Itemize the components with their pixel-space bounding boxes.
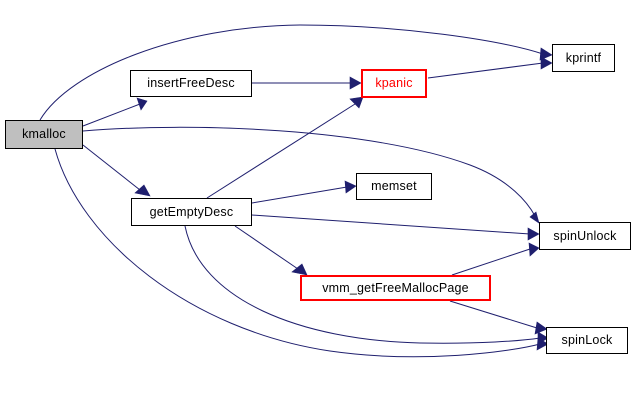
node-kmalloc[interactable]: kmalloc: [5, 120, 83, 149]
edge-getemptydesc-vmmgetfreemallocpage: [234, 225, 308, 276]
node-label: memset: [371, 179, 417, 194]
node-memset[interactable]: memset: [356, 173, 432, 200]
node-label: kpanic: [375, 76, 413, 91]
node-label: kprintf: [565, 50, 602, 65]
node-insertfreedesc[interactable]: insertFreeDesc: [130, 70, 252, 97]
node-kpanic[interactable]: kpanic: [361, 69, 427, 98]
node-getemptydesc[interactable]: getEmptyDesc: [131, 198, 252, 226]
edge-vmmgetfreemallocpage-spinunlock: [451, 242, 540, 276]
node-label: getEmptyDesc: [149, 204, 234, 219]
node-vmm-getfreemallocpage[interactable]: vmm_getFreeMallocPage: [300, 275, 491, 301]
node-spinunlock[interactable]: spinUnlock: [539, 222, 631, 250]
edge-getemptydesc-spinunlock: [251, 214, 540, 241]
node-label: vmm_getFreeMallocPage: [322, 280, 469, 295]
node-spinlock[interactable]: spinLock: [546, 327, 628, 354]
edge-vmmgetfreemallocpage-spinlock: [449, 300, 548, 335]
edge-getemptydesc-kpanic: [206, 96, 364, 199]
edge-insertfreedesc-kpanic: [252, 76, 362, 90]
node-label: spinLock: [561, 333, 613, 348]
edge-kpanic-kprintf: [427, 56, 553, 79]
node-label: insertFreeDesc: [147, 76, 235, 91]
node-label: spinUnlock: [553, 228, 617, 243]
edge-getemptydesc-spinlock: [184, 225, 549, 345]
edge-kmalloc-spinunlock: [82, 126, 540, 224]
edge-kmalloc-getemptydesc: [82, 144, 151, 197]
edge-getemptydesc-memset: [251, 180, 357, 204]
edge-kmalloc-kprintf: [39, 24, 553, 121]
node-kprintf[interactable]: kprintf: [552, 44, 615, 72]
node-label: kmalloc: [22, 127, 66, 142]
edge-kmalloc-insertfreedesc: [82, 97, 148, 127]
